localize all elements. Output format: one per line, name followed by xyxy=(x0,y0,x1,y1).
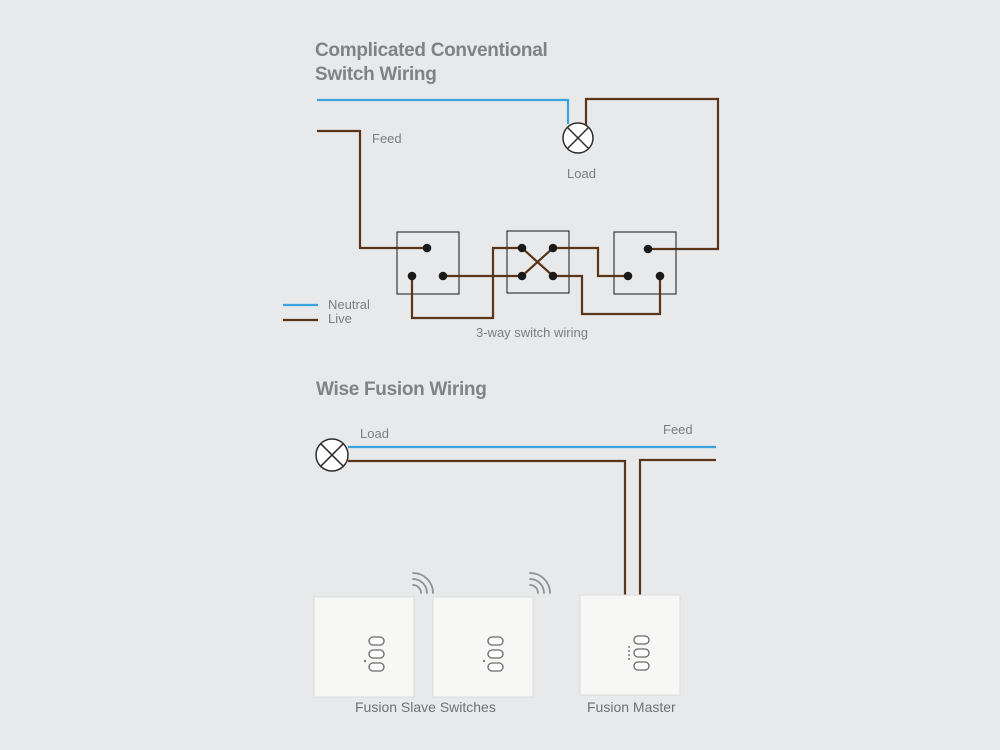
switch-box-middle xyxy=(506,230,570,294)
feed-label-top: Feed xyxy=(372,131,402,146)
feed-label-bottom: Feed xyxy=(663,422,693,437)
wifi-signal-icon xyxy=(529,572,551,594)
live-wire-feed-bottom xyxy=(638,458,716,597)
switch-button xyxy=(487,636,504,646)
load-label-top: Load xyxy=(567,166,596,181)
live-wire-feed xyxy=(317,129,427,250)
terminal-dot xyxy=(623,271,633,281)
load-label-bottom: Load xyxy=(360,426,389,441)
switch-panel xyxy=(579,594,681,696)
switch-box-left xyxy=(396,231,460,295)
switch-panel xyxy=(313,596,415,698)
lamp-icon xyxy=(562,122,594,154)
switch-panel xyxy=(432,596,534,698)
neutral-wire-top xyxy=(317,98,570,124)
status-led xyxy=(628,650,630,652)
conventional-title-line2: Switch Wiring xyxy=(315,64,437,85)
legend-label-live: Live xyxy=(328,311,352,326)
switch-button xyxy=(368,662,385,672)
fusion-wiring-section: Wise Fusion Wiring Load Feed xyxy=(313,379,716,715)
live-wire-load-return xyxy=(584,97,720,251)
terminal-dot xyxy=(655,271,665,281)
switch-box-right xyxy=(613,231,677,295)
terminal-dot xyxy=(548,243,558,253)
status-led xyxy=(482,659,486,663)
fusion-title: Wise Fusion Wiring xyxy=(316,379,487,400)
status-led xyxy=(628,654,630,656)
terminal-dot xyxy=(517,243,527,253)
wifi-signal-icon xyxy=(412,572,434,594)
legend: Neutral Live xyxy=(283,297,370,326)
switch-button xyxy=(633,648,650,658)
lamp-icon xyxy=(315,438,349,472)
three-way-caption: 3-way switch wiring xyxy=(476,325,588,340)
traveller-wire-right-lower xyxy=(553,274,662,316)
conventional-title-line1: Complicated Conventional xyxy=(315,40,547,61)
slave-switches-caption: Fusion Slave Switches xyxy=(355,699,496,715)
fusion-slave-switch xyxy=(313,596,415,698)
master-caption: Fusion Master xyxy=(587,699,676,715)
fusion-slave-switch xyxy=(432,596,534,698)
terminal-dot xyxy=(422,243,432,253)
switch-button xyxy=(487,662,504,672)
fusion-master-switch xyxy=(579,594,681,696)
status-led xyxy=(628,658,630,660)
traveller-wire-right-upper xyxy=(553,246,628,278)
legend-label-neutral: Neutral xyxy=(328,297,370,312)
terminal-dot xyxy=(548,271,558,281)
cross-wire-b xyxy=(521,247,554,277)
switch-button xyxy=(368,649,385,659)
terminal-dot xyxy=(438,271,448,281)
terminal-dot xyxy=(643,244,653,254)
terminal-dot xyxy=(407,271,417,281)
live-wire-load xyxy=(348,459,627,597)
switch-button xyxy=(633,661,650,671)
traveller-wire-lower xyxy=(410,274,522,320)
switch-button xyxy=(368,636,385,646)
conventional-wiring-section: Complicated Conventional Switch Wiring L… xyxy=(315,40,720,340)
status-led xyxy=(628,646,630,648)
terminal-dot xyxy=(517,271,527,281)
status-led xyxy=(363,659,367,663)
traveller-wire-upper xyxy=(443,246,522,278)
switch-button xyxy=(633,635,650,645)
switch-button xyxy=(487,649,504,659)
